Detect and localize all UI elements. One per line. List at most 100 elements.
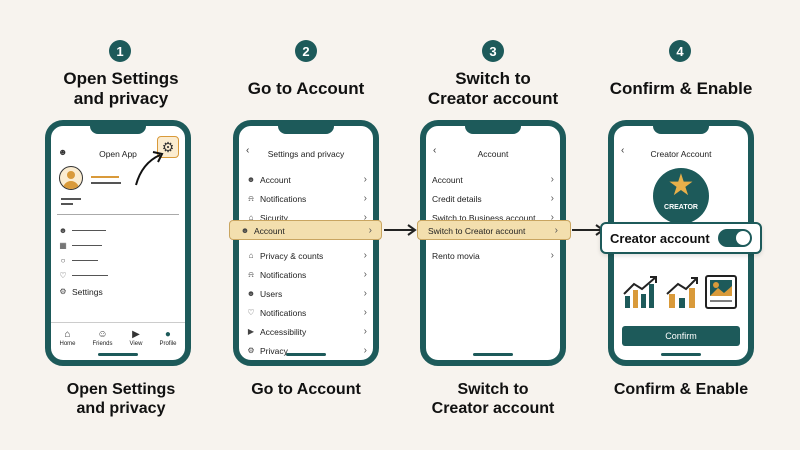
gear-icon: ⚙	[161, 138, 175, 155]
tab-profile[interactable]: ● Profile	[159, 329, 176, 347]
menu-row-messages[interactable]: ○	[57, 251, 179, 270]
user-icon: ☻	[246, 175, 256, 184]
step-title-4: Confirm & Enable	[596, 79, 766, 99]
step-number-4: 4	[669, 40, 691, 62]
play-icon: ▶	[247, 327, 255, 336]
account-highlight	[229, 220, 382, 240]
user-icon: ☻	[246, 289, 256, 298]
creator-badge-label: CREATOR	[664, 204, 698, 211]
menu-row[interactable]: Credit details ›	[432, 189, 554, 208]
menu-row[interactable]: ⍾Notifications›	[245, 189, 367, 208]
menu-row-settings[interactable]: ⚙ Settings	[57, 282, 179, 301]
creator-badge: ★ CREATOR	[653, 168, 709, 224]
confirm-button[interactable]: Confirm	[622, 326, 740, 346]
chevron-right-icon: ›	[554, 225, 558, 236]
home-indicator	[661, 353, 701, 356]
home-indicator	[286, 353, 326, 356]
chevron-right-icon: ›	[550, 193, 554, 204]
friends-icon: ☺	[97, 328, 108, 340]
menu-row[interactable]: ⚙Privacy›	[245, 341, 367, 360]
growth-chart-icon	[666, 277, 698, 308]
menu-row[interactable]: ⌂Sicurity›	[245, 208, 367, 227]
profile-avatar[interactable]	[59, 166, 83, 190]
friends-icon: ☻	[58, 226, 68, 235]
settings-gear-button[interactable]: ⚙	[157, 136, 179, 158]
step-caption-1: Open Settings and privacy	[36, 380, 206, 418]
bottom-tab-bar: ⌂ Home ☺ Friends ▶ View ● Profile	[51, 322, 185, 352]
back-arrow-icon[interactable]: ‹	[433, 145, 437, 156]
menu-row-label: Account	[432, 174, 463, 185]
step-title-1: Open Settings and privacy	[36, 69, 206, 109]
menu-row-label: Credit details	[432, 193, 482, 204]
menu-row-label: Notifications	[260, 193, 307, 204]
menu-row-label: Privacy & counts	[260, 250, 324, 261]
view-icon: ▶	[132, 328, 140, 340]
bell-icon: ⍾	[248, 269, 254, 279]
chevron-right-icon: ›	[368, 225, 372, 236]
creator-account-toggle[interactable]	[718, 229, 752, 247]
chevron-right-icon: ›	[363, 307, 367, 318]
step-title-2: Go to Account	[221, 79, 391, 99]
menu-row-account-highlighted[interactable]: ☻ Account ›	[239, 221, 372, 240]
lock-icon: ⌂	[248, 213, 254, 222]
menu-row[interactable]: Account›	[432, 170, 554, 189]
step-number-3: 3	[482, 40, 504, 62]
menu-row-switch-creator-highlighted[interactable]: Switch to Creator account ›	[428, 221, 558, 240]
menu-row-label: Switch to Business account	[432, 212, 536, 223]
divider	[57, 214, 179, 215]
menu-row[interactable]: ☻Account›	[245, 170, 367, 189]
menu-placeholder-line	[72, 244, 102, 247]
menu-row[interactable]: Switch to Business account›	[432, 208, 554, 227]
phone-open-app: ☻ Open App ⚙ ☻ ▦ ○ ♡ ⚙ Settings ⌂ Home ☺	[45, 120, 191, 366]
step-number-1: 1	[109, 40, 131, 62]
menu-placeholder-line	[72, 259, 98, 262]
menu-row[interactable]: ⌂Privacy & counts›	[245, 246, 367, 265]
avatar-body	[63, 181, 79, 189]
step-title-4-text: Confirm & Enable	[609, 79, 753, 98]
step-caption-4-text: Confirm & Enable	[613, 381, 749, 398]
home-indicator	[98, 353, 138, 356]
phone-notch	[90, 126, 146, 134]
lock-icon: ⌂	[248, 251, 254, 260]
menu-row[interactable]: ⍾Notifications›	[245, 265, 367, 284]
phone2-header-label: Settings and privacy	[267, 149, 345, 159]
menu-row[interactable]: ☻Users›	[245, 284, 367, 303]
menu-row-friends[interactable]: ☻	[57, 221, 179, 240]
phone4-header-label: Creator Account	[650, 149, 712, 159]
tab-home-label: Home	[59, 340, 76, 347]
creator-account-toggle-label: Creator account	[610, 230, 710, 246]
phone1-header-label: Open App	[99, 149, 137, 159]
step-caption-3: Switch to Creator account	[408, 380, 578, 418]
tab-view[interactable]: ▶ View	[130, 329, 143, 347]
menu-row-likes[interactable]: ♡	[57, 266, 179, 285]
tab-friends[interactable]: ☺ Friends	[93, 329, 113, 347]
tab-home[interactable]: ⌂ Home	[60, 329, 76, 347]
step-caption-1-text: Open Settings and privacy	[66, 381, 176, 417]
analytics-chart-icon	[623, 276, 657, 308]
menu-row[interactable]: ♡ Notifications ›	[245, 303, 367, 322]
menu-row[interactable]: ▶Accessibility›	[245, 322, 367, 341]
back-arrow-icon[interactable]: ‹	[246, 145, 250, 156]
chevron-right-icon: ›	[363, 212, 367, 223]
back-arrow-icon[interactable]: ‹	[621, 145, 625, 156]
menu-row-label: Notifications	[260, 269, 307, 280]
heart-icon: ♡	[247, 308, 255, 317]
gear-icon: ⚙	[59, 287, 67, 296]
menu-row[interactable]: Rento movia›	[432, 246, 554, 265]
menu-row-stats[interactable]: ▦	[57, 236, 179, 255]
phone3-header-label: Account	[477, 149, 509, 159]
menu-row-label: Notifications	[260, 307, 307, 318]
phone-notch	[278, 126, 334, 134]
image-post-icon	[705, 275, 737, 309]
step-caption-3-text: Switch to Creator account	[431, 381, 555, 417]
user-icon[interactable]: ☻	[58, 147, 68, 157]
star-icon: ★	[667, 169, 695, 202]
arrow-to-gear-icon	[135, 151, 164, 186]
name-placeholder-line	[91, 182, 121, 184]
step-title-3: Switch to Creator account	[408, 69, 578, 109]
menu-row-label: Privacy	[260, 345, 288, 356]
profile-icon: ●	[164, 328, 171, 340]
step-number-2: 2	[295, 40, 317, 62]
chevron-right-icon: ›	[363, 345, 367, 356]
creator-account-toggle-card[interactable]: Creator account	[600, 222, 762, 254]
